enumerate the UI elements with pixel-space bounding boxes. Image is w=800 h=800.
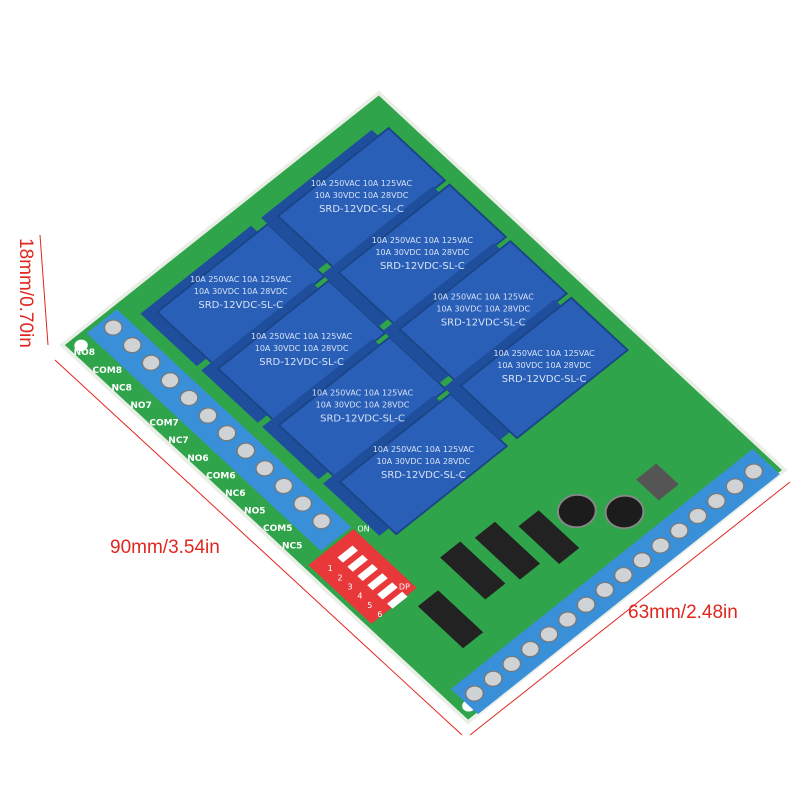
terminal-screw[interactable]	[139, 352, 164, 373]
terminal-screw[interactable]	[462, 683, 487, 704]
terminal-screw[interactable]	[177, 387, 202, 408]
relay	[323, 392, 509, 536]
dip-toggle[interactable]	[377, 582, 398, 600]
relay-model: SRD-12VDC-SL-C	[320, 413, 405, 424]
relay-rating-2: 10A 30VDC 10A 28VDC	[377, 457, 471, 466]
terminal-screw[interactable]	[499, 653, 524, 674]
voltage-regulator	[636, 463, 679, 501]
terminal-label: NO8	[74, 348, 95, 358]
dip-toggle[interactable]	[387, 591, 408, 609]
terminal-label: COM7	[149, 419, 178, 429]
height-dimension-label: 18mm/0.70in	[15, 238, 36, 348]
relay	[443, 296, 630, 440]
terminal-label: COM6	[206, 471, 235, 481]
terminal-label: COM8	[93, 366, 122, 376]
dip-on-label: ON	[357, 524, 369, 533]
terminal-label: NC8	[111, 383, 131, 393]
terminal-screw[interactable]	[309, 511, 334, 532]
terminal-screw[interactable]	[518, 638, 543, 659]
relay-rating-1: 10A 250VAC 10A 125VAC	[190, 275, 292, 284]
ic-chip	[440, 541, 506, 600]
relay-rating-1: 10A 250VAC 10A 125VAC	[372, 236, 474, 245]
terminal-screw[interactable]	[723, 476, 748, 497]
length-dimension-label: 90mm/3.54in	[110, 537, 220, 558]
ic-chip	[417, 590, 484, 649]
terminal-screw[interactable]	[741, 461, 766, 482]
relay-model: SRD-12VDC-SL-C	[380, 261, 465, 272]
relay-rating-1: 10A 250VAC 10A 125VAC	[311, 179, 413, 188]
dip-toggle[interactable]	[347, 554, 368, 572]
terminal-screw[interactable]	[704, 490, 729, 511]
terminal-screw[interactable]	[555, 609, 580, 630]
relay-rating-1: 10A 250VAC 10A 125VAC	[433, 292, 535, 301]
relay-model: SRD-12VDC-SL-C	[259, 357, 344, 368]
relay-rating-1: 10A 250VAC 10A 125VAC	[373, 445, 475, 454]
terminal-screw[interactable]	[215, 423, 240, 444]
relay-rating-1: 10A 250VAC 10A 125VAC	[494, 349, 596, 358]
terminal-screw[interactable]	[101, 317, 126, 338]
board-text-layer: NO8COM8NC8NO7COM7NC7NO6COM6NC6NO5COM5NC5…	[74, 179, 596, 619]
dip-number: 2	[338, 573, 343, 582]
capacitor	[604, 494, 645, 530]
terminal-label: NO5	[244, 507, 265, 517]
dip-number: 4	[357, 592, 362, 601]
terminal-screw[interactable]	[685, 505, 710, 526]
terminal-label: NC7	[168, 436, 188, 446]
terminal-label: NC6	[225, 489, 245, 499]
terminal-screw[interactable]	[648, 535, 673, 556]
relay-model: SRD-12VDC-SL-C	[502, 374, 587, 385]
terminal-screw[interactable]	[611, 564, 636, 585]
terminal-screw[interactable]	[196, 405, 221, 426]
terminal-screw[interactable]	[574, 594, 599, 615]
relay-rating-1: 10A 250VAC 10A 125VAC	[312, 388, 414, 397]
dip-toggle[interactable]	[337, 545, 358, 563]
relay-board	[59, 90, 788, 725]
relay	[261, 126, 447, 271]
ic-chip	[518, 510, 580, 565]
dip-toggle[interactable]	[357, 563, 378, 582]
dip-toggle[interactable]	[367, 573, 388, 591]
relay-model: SRD-12VDC-SL-C	[319, 204, 404, 215]
dip-number: 6	[377, 610, 382, 619]
terminal-screw[interactable]	[667, 520, 692, 541]
width-dimension-label: 63mm/2.48in	[628, 602, 738, 623]
terminal-screw[interactable]	[158, 370, 183, 391]
relay-rating-2: 10A 30VDC 10A 28VDC	[255, 344, 349, 353]
capacitor	[556, 493, 597, 529]
relay-rating-2: 10A 30VDC 10A 28VDC	[375, 248, 469, 257]
relay-model: SRD-12VDC-SL-C	[198, 300, 283, 311]
dip-number: 1	[328, 564, 333, 573]
terminal-screw[interactable]	[233, 440, 258, 461]
ic-chip	[474, 521, 541, 580]
relay-rating-2: 10A 30VDC 10A 28VDC	[194, 287, 288, 296]
terminal-screw[interactable]	[120, 335, 145, 356]
relay-rating-2: 10A 30VDC 10A 28VDC	[497, 361, 591, 370]
relay-model: SRD-12VDC-SL-C	[381, 470, 466, 481]
terminal-screw[interactable]	[290, 493, 315, 514]
relay	[322, 183, 508, 327]
height-dimension-line	[39, 234, 49, 346]
relay-model: SRD-12VDC-SL-C	[441, 317, 526, 328]
terminal-screw[interactable]	[271, 475, 296, 496]
terminal-screw[interactable]	[252, 458, 277, 479]
length-dimension-line	[54, 359, 463, 736]
terminal-screw[interactable]	[592, 579, 617, 600]
mount-hole	[74, 339, 88, 352]
terminal-label: COM5	[263, 524, 292, 534]
terminal-label: NO6	[187, 454, 208, 464]
dip-dp-label: DP	[399, 583, 410, 592]
relay-rating-2: 10A 30VDC 10A 28VDC	[436, 304, 530, 313]
terminal-label: NC5	[282, 542, 302, 552]
relay-rating-2: 10A 30VDC 10A 28VDC	[315, 191, 409, 200]
terminal-screw[interactable]	[537, 624, 562, 645]
dip-number: 5	[367, 601, 372, 610]
width-dimension-line	[469, 481, 791, 736]
relay-rating-1: 10A 250VAC 10A 125VAC	[251, 332, 353, 341]
terminal-screw[interactable]	[630, 550, 655, 571]
relay-rating-2: 10A 30VDC 10A 28VDC	[316, 400, 410, 409]
dip-number: 3	[347, 582, 352, 591]
terminal-label: NO7	[130, 401, 151, 411]
terminal-screw[interactable]	[481, 668, 506, 689]
